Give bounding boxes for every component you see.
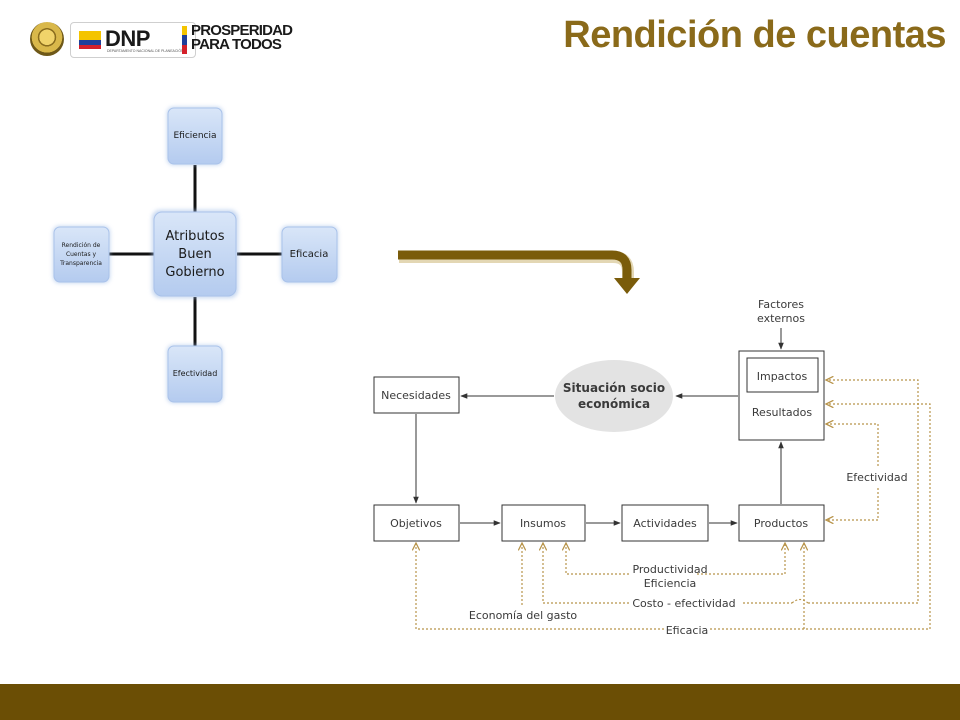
flag-stripe-icon — [182, 26, 187, 54]
node-rendicion-label-2: Cuentas y — [66, 251, 97, 258]
node-center-label-2: Buen — [178, 247, 211, 262]
bent-arrow — [398, 250, 640, 294]
dnp-logo-text: DNP — [105, 26, 150, 51]
situacion-label-2: económica — [578, 397, 650, 411]
node-center-label-3: Gobierno — [165, 265, 224, 280]
factores-label-2: externos — [757, 312, 805, 325]
impactos-label: Impactos — [757, 370, 808, 383]
node-eficacia: Eficacia — [281, 226, 338, 283]
slogan-line-2: PARA TODOS — [191, 36, 282, 53]
efectividad-label: Efectividad — [846, 471, 907, 484]
situacion-label-1: Situación socio — [563, 381, 665, 395]
necesidades-label: Necesidades — [381, 389, 451, 402]
resultados-label: Resultados — [752, 406, 812, 419]
impactos-box — [746, 357, 819, 393]
productividad-label-1: Productividad — [632, 563, 707, 576]
colombia-flag-icon — [79, 31, 101, 49]
line-costo-hop — [791, 598, 809, 604]
coat-of-arms-icon — [30, 22, 64, 56]
prosperidad-logo: PROSPERIDAD PARA TODOS — [182, 22, 302, 56]
factores-label-1: Factores — [758, 298, 804, 311]
node-efectividad: Efectividad — [167, 345, 223, 403]
necesidades-box — [373, 376, 460, 414]
productos-label: Productos — [754, 517, 808, 530]
line-efectividad-bottom — [826, 488, 879, 520]
slogan-line-1: PROSPERIDAD — [191, 22, 293, 39]
node-eficiencia: Eficiencia — [167, 107, 223, 165]
line-costo-left — [543, 543, 630, 604]
attributes-diagram: Eficiencia Eficacia Efectividad Rendició… — [53, 107, 338, 403]
dnp-logo-subtext: DEPARTAMENTO NACIONAL DE PLANEACIÓN — [107, 49, 184, 53]
node-center-label-1: Atributos — [165, 229, 224, 244]
actividades-label: Actividades — [633, 517, 697, 530]
page-title: Rendición de cuentas — [563, 14, 946, 56]
insumos-box — [501, 504, 586, 542]
insumos-label: Insumos — [520, 517, 566, 530]
node-eficacia-label: Eficacia — [290, 249, 329, 260]
actividades-box — [621, 504, 709, 542]
node-rendicion-label-3: Transparencia — [59, 260, 102, 267]
situacion-ellipse — [555, 360, 673, 432]
line-productividad-left — [566, 543, 630, 575]
costo-label: Costo - efectividad — [632, 597, 735, 610]
line-productividad-right — [697, 543, 785, 575]
dotted-feedback-lines — [416, 380, 931, 630]
eficacia-label: Eficacia — [666, 624, 709, 637]
line-costo-right — [808, 380, 919, 604]
economia-label: Economía del gasto — [469, 609, 578, 622]
node-rendicion-label-1: Rendición de — [62, 242, 101, 249]
slogan-text: PROSPERIDAD PARA TODOS — [191, 22, 293, 53]
line-eficacia-left — [416, 543, 664, 630]
line-eficacia-right — [710, 404, 931, 630]
line-efectividad-top — [826, 424, 879, 466]
node-eficiencia-label: Eficiencia — [173, 131, 216, 141]
node-center: Atributos Buen Gobierno — [152, 210, 238, 298]
node-rendicion: Rendición de Cuentas y Transparencia — [53, 226, 110, 283]
objetivos-box — [373, 504, 460, 542]
header-logos: DNP DEPARTAMENTO NACIONAL DE PLANEACIÓN … — [30, 20, 320, 62]
footer-bar — [0, 684, 960, 720]
productos-box — [738, 504, 825, 542]
objetivos-label: Objetivos — [390, 517, 442, 530]
dnp-logo: DNP DEPARTAMENTO NACIONAL DE PLANEACIÓN — [70, 22, 196, 58]
flow-diagram: Factores externos Impactos Resultados Si… — [373, 298, 931, 637]
node-efectividad-label: Efectividad — [173, 369, 218, 378]
productividad-label-2: Eficiencia — [644, 577, 697, 590]
